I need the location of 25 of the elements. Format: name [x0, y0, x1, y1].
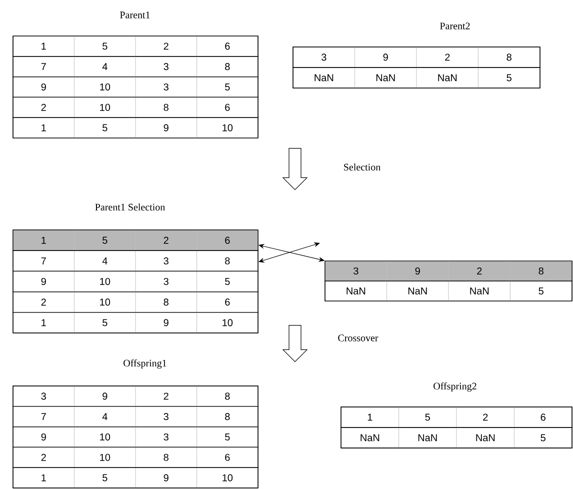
table-title: Parent1 Selection — [95, 203, 165, 210]
table-row: 1 5 9 10 — [12, 312, 258, 334]
table-title: Parent1 — [120, 12, 150, 18]
table-title: Offspring1 — [124, 359, 166, 369]
table-row: 1 5 2 6 — [340, 406, 572, 428]
table-row: NaN NaN NaN 5 — [324, 280, 572, 302]
edge-label: Selection — [342, 162, 382, 172]
table-row: 3 9 2 8 — [12, 386, 258, 407]
block-arrow — [282, 148, 308, 190]
table-title: Parent2 — [440, 22, 470, 30]
table-row: NaN NaN NaN 5 — [340, 427, 572, 448]
table-row: 9 10 3 5 — [12, 270, 258, 292]
table-title: Offspring2 — [434, 382, 476, 392]
table-row: 3 9 2 8 — [324, 260, 572, 282]
table-row: 2 10 8 6 — [12, 446, 258, 468]
block-arrow — [282, 324, 308, 362]
table-row: 7 4 3 8 — [12, 250, 258, 272]
edge-label: Crossover — [336, 334, 380, 342]
table-row: 3 9 2 8 — [292, 46, 540, 68]
table-row: 2 10 8 6 — [12, 291, 258, 313]
table-row: NaN NaN NaN 5 — [292, 67, 540, 88]
table-row: 1 5 2 6 — [12, 230, 258, 251]
table-row: 7 4 3 8 — [12, 406, 258, 428]
table-row: 1 5 9 10 — [12, 467, 258, 488]
table-row: 9 10 3 5 — [12, 426, 258, 448]
